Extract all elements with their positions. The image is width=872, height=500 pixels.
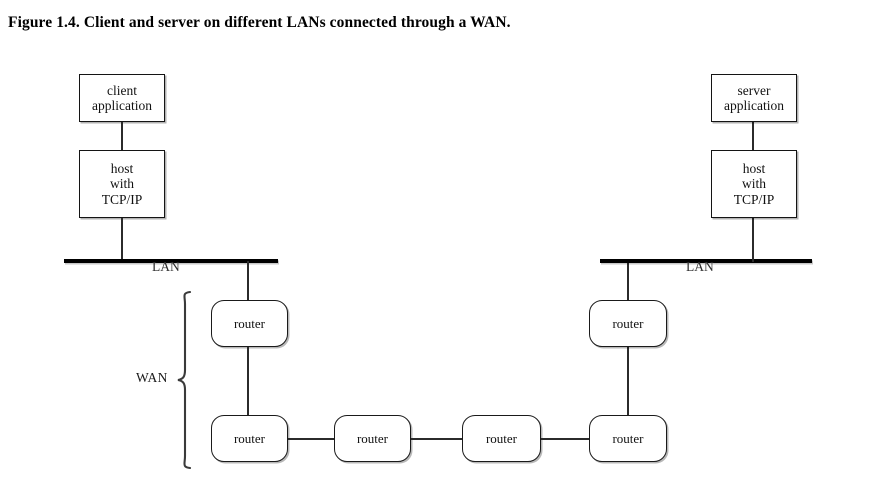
server-host-line2: with xyxy=(741,176,766,192)
router-right-top: router xyxy=(589,300,667,347)
left-lan-bus xyxy=(64,259,278,263)
client-application-line1: client xyxy=(107,82,137,98)
left-router-vertical-wire xyxy=(247,347,249,415)
client-host-line1: host xyxy=(110,161,134,177)
router-link-wire-1 xyxy=(288,438,334,440)
router-middle-left: router xyxy=(334,415,411,462)
wan-brace-icon xyxy=(177,290,192,470)
router-middle-left-label: router xyxy=(356,430,389,446)
server-application-line1: server xyxy=(737,82,771,98)
server-application-box: server application xyxy=(711,74,797,122)
server-host-box: host with TCP/IP xyxy=(711,150,797,218)
router-left-bottom: router xyxy=(211,415,288,462)
router-right-bottom: router xyxy=(589,415,667,462)
right-lan-label: LAN xyxy=(686,259,714,274)
left-lan-to-router-wire xyxy=(247,261,249,300)
client-application-line2: application xyxy=(92,98,152,113)
right-lan-bus xyxy=(600,259,812,263)
router-link-wire-3 xyxy=(541,438,589,440)
server-host-line3: TCP/IP xyxy=(733,191,775,207)
server-app-to-host-wire xyxy=(752,122,754,150)
client-host-line2: with xyxy=(109,176,134,192)
page-title: Figure 1.4. Client and server on differe… xyxy=(8,14,511,31)
client-app-to-host-wire xyxy=(121,122,123,150)
client-host-to-lan-wire xyxy=(121,218,123,262)
right-lan-to-router-wire xyxy=(627,261,629,300)
router-right-top-label: router xyxy=(612,315,644,331)
client-host-line3: TCP/IP xyxy=(101,191,143,207)
router-link-wire-2 xyxy=(411,438,462,440)
server-host-to-lan-wire xyxy=(752,218,754,262)
server-host-line1: host xyxy=(742,161,766,177)
router-middle-right-label: router xyxy=(485,430,518,446)
router-left-bottom-label: router xyxy=(233,430,266,446)
left-lan-label: LAN xyxy=(152,259,180,274)
router-left-top-label: router xyxy=(233,315,266,331)
router-right-bottom-label: router xyxy=(612,430,644,446)
client-host-box: host with TCP/IP xyxy=(79,150,165,218)
server-application-line2: application xyxy=(724,98,784,113)
client-application-box: client application xyxy=(79,74,165,122)
right-router-vertical-wire xyxy=(627,347,629,415)
router-left-top: router xyxy=(211,300,288,347)
wan-label: WAN xyxy=(136,370,168,385)
router-middle-right: router xyxy=(462,415,541,462)
